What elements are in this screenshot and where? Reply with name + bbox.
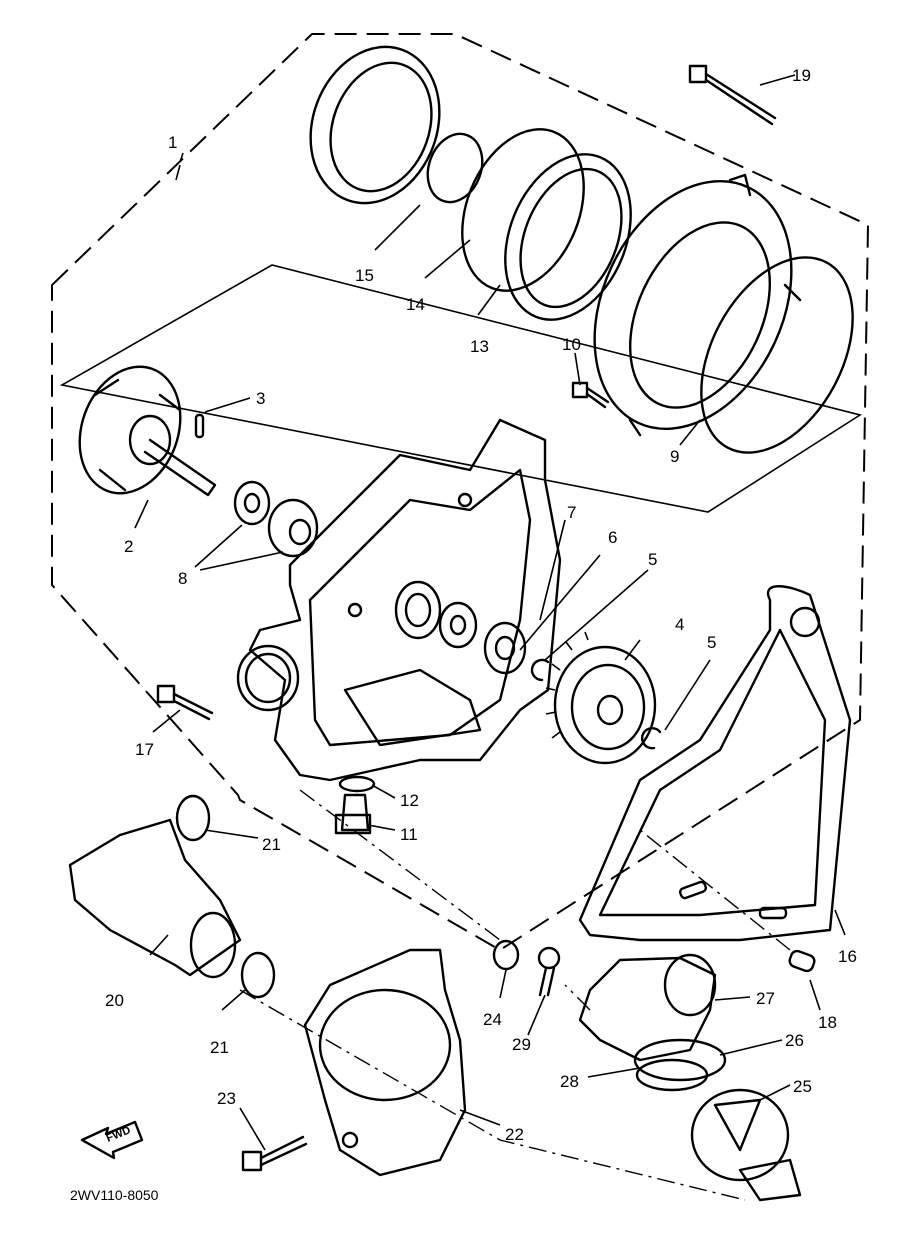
pipe-o-ring-a bbox=[175, 794, 211, 842]
callout-21b: 21 bbox=[210, 1038, 229, 1057]
callout-26: 26 bbox=[785, 1031, 804, 1050]
seal-ring bbox=[504, 153, 632, 321]
callout-27: 27 bbox=[756, 989, 775, 1008]
callout-19: 19 bbox=[792, 66, 811, 85]
mechanical-seals bbox=[233, 480, 319, 558]
callout-10: 10 bbox=[562, 335, 581, 354]
callout-29: 29 bbox=[512, 1035, 531, 1054]
bearing-small bbox=[438, 601, 478, 649]
thermostat bbox=[690, 1088, 802, 1202]
callout-28: 28 bbox=[560, 1072, 579, 1091]
callout-3: 3 bbox=[256, 389, 265, 408]
water-pipe bbox=[68, 818, 242, 979]
callout-11: 11 bbox=[400, 825, 418, 844]
subassembly-boundary bbox=[59, 264, 862, 513]
oil-seal-ring bbox=[309, 45, 441, 205]
alignment-lines bbox=[239, 789, 791, 1201]
body-bolt bbox=[156, 684, 214, 721]
drive-gear bbox=[545, 631, 657, 765]
callout-25: 25 bbox=[793, 1077, 812, 1096]
bearing-large bbox=[483, 621, 527, 675]
long-bolt bbox=[688, 64, 777, 126]
circlip-a bbox=[530, 658, 550, 682]
callout-9: 9 bbox=[670, 447, 679, 466]
callout-2: 2 bbox=[124, 537, 133, 556]
pump-cover bbox=[593, 173, 802, 437]
callout-8: 8 bbox=[178, 569, 187, 588]
part-callouts: 1 2 3 4 5 5 6 7 8 9 10 11 12 13 14 15 16… bbox=[105, 66, 857, 1144]
gasket bbox=[578, 585, 852, 942]
drain-washer bbox=[338, 775, 376, 793]
forward-arrow-icon: FWD bbox=[80, 1120, 144, 1160]
diagram-code: 2WV110-8050 bbox=[70, 1187, 159, 1203]
callout-16: 16 bbox=[838, 947, 857, 966]
thermostat-housing bbox=[303, 948, 467, 1177]
callout-5b: 5 bbox=[707, 633, 716, 652]
housing-bolt bbox=[241, 1135, 308, 1172]
callout-5a: 5 bbox=[648, 550, 657, 569]
callout-20: 20 bbox=[105, 991, 124, 1010]
thermo-bolt bbox=[537, 946, 561, 997]
callout-24: 24 bbox=[483, 1010, 502, 1029]
impeller bbox=[78, 365, 217, 497]
circlip-b bbox=[640, 727, 662, 750]
leader-lines bbox=[134, 74, 846, 1151]
callout-7: 7 bbox=[567, 503, 576, 522]
thermostat-o-ring bbox=[633, 1038, 727, 1082]
cap bbox=[492, 939, 520, 971]
cover-o-ring bbox=[700, 256, 854, 454]
thermostat-gasket bbox=[635, 1058, 709, 1092]
callout-6: 6 bbox=[608, 528, 617, 547]
callout-1: 1 bbox=[168, 133, 177, 152]
drain-bolt bbox=[334, 793, 372, 835]
callout-17: 17 bbox=[135, 740, 154, 759]
callout-23: 23 bbox=[217, 1089, 236, 1108]
callout-21a: 21 bbox=[262, 835, 281, 854]
pump-body bbox=[236, 418, 562, 782]
callout-12: 12 bbox=[400, 791, 419, 810]
pipe-o-ring-b bbox=[240, 951, 276, 999]
thermostat-cover bbox=[578, 953, 717, 1062]
callout-18: 18 bbox=[818, 1013, 837, 1032]
callout-15: 15 bbox=[355, 266, 374, 285]
callout-14: 14 bbox=[406, 295, 425, 314]
callout-13: 13 bbox=[470, 337, 489, 356]
assembly-boundary bbox=[51, 33, 870, 952]
pin bbox=[194, 413, 205, 439]
plug bbox=[788, 949, 816, 973]
callout-22: 22 bbox=[505, 1125, 524, 1144]
callout-4: 4 bbox=[675, 615, 684, 634]
o-ring-large bbox=[461, 128, 585, 292]
seal-disk bbox=[426, 132, 484, 204]
